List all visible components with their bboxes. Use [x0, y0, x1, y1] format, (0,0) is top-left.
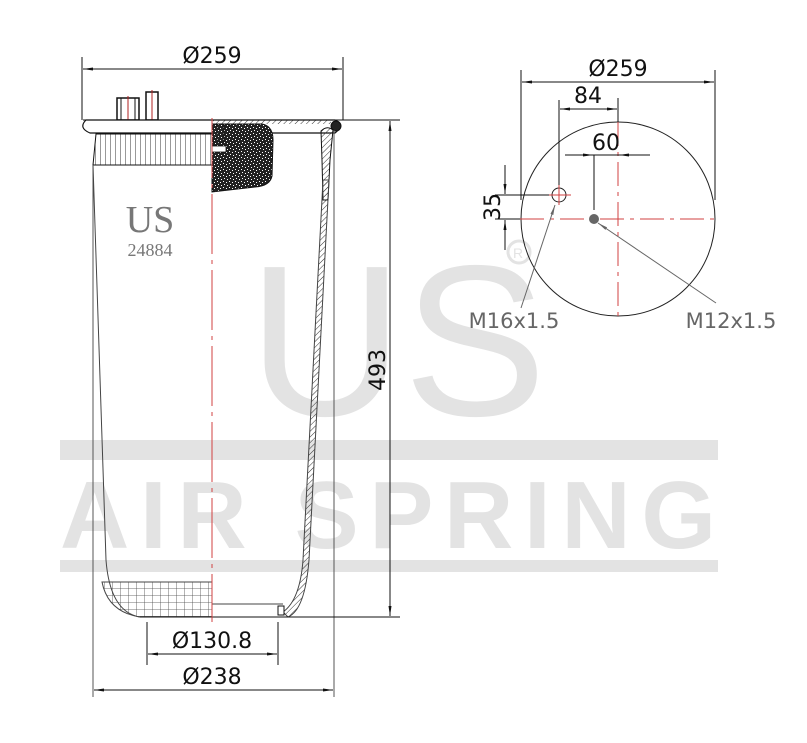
dim-piston-diameter: Ø130.8 — [172, 629, 252, 654]
watermark-brand: AIR SPRING — [60, 462, 716, 569]
callout-m12: M12x1.5 — [686, 309, 777, 333]
dim-top-diameter: Ø259 — [182, 44, 241, 69]
watermark-bar-top — [60, 440, 718, 460]
registered-icon — [506, 239, 532, 265]
dim-60: 60 — [592, 131, 620, 156]
side-view: Ø259 493 — [81, 44, 400, 697]
watermark-bar-bottom — [60, 560, 718, 572]
registered-mark: R — [513, 245, 523, 261]
dim-height: 493 — [366, 349, 391, 391]
watermark-logo: US — [248, 220, 547, 461]
hole-m12 — [589, 214, 599, 224]
callout-m16: M16x1.5 — [469, 309, 560, 333]
brand-mark: US — [126, 199, 175, 241]
part-number: 24884 — [128, 240, 173, 260]
dim-plate-diameter: Ø259 — [588, 57, 647, 82]
top-view: Ø259 84 60 35 M16x1.5 M12x1.5 — [469, 57, 777, 333]
dim-bottom-diameter: Ø238 — [182, 665, 241, 690]
watermark: US R AIR SPRING — [60, 220, 718, 572]
piston-section — [101, 581, 213, 618]
dim-84: 84 — [574, 84, 602, 109]
dim-35: 35 — [481, 193, 506, 221]
bead-section — [211, 123, 274, 193]
